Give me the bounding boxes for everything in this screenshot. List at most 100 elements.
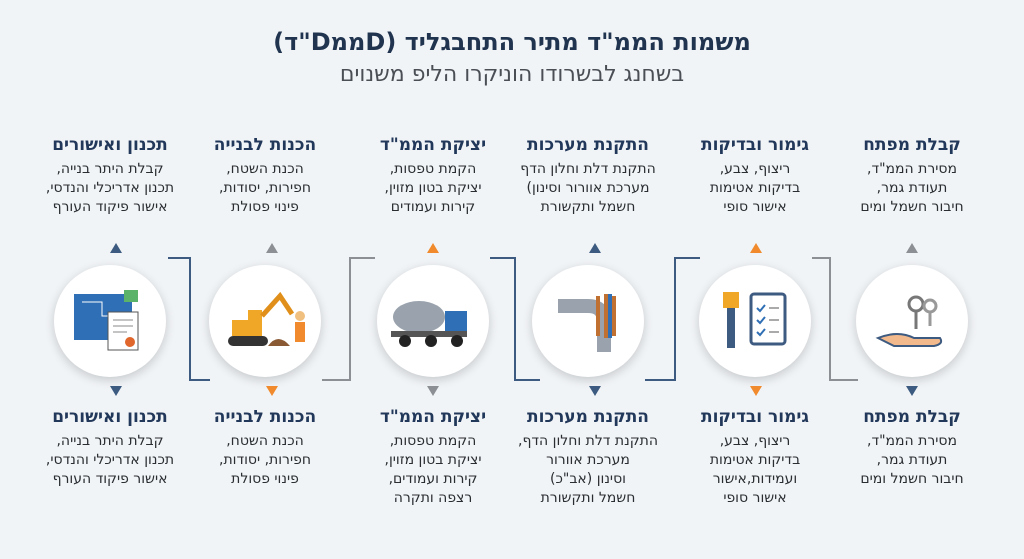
- top-row-step: התקנת מערכות התקנת דלת וחלון הדף מערכת אוו…: [503, 135, 673, 217]
- description-line: מערכת אוורור: [546, 452, 630, 468]
- step-heading: הכנות לבנייה: [213, 407, 317, 427]
- bottom-row-step: יציקת הממ"ד הקמת טפסות, יציקת בטון מזוין, ק…: [348, 407, 518, 508]
- description-line: ריצוף, צבע,: [719, 433, 791, 449]
- arrow-up-icon: [110, 243, 122, 253]
- step-heading: תכנון ואישורים: [52, 407, 168, 427]
- excavator-icon: [228, 291, 305, 346]
- description-line: חשמל ותקשורת: [540, 490, 636, 506]
- bottom-row-step: קבלת מפתח מסירת הממ"ד, תעודת גמר, חיבור חשמ…: [827, 407, 997, 489]
- description-line: רצפה ותקרה: [393, 490, 473, 506]
- description-line: ועמידות,אישור: [712, 471, 798, 487]
- top-row-step: הכנות לבנייה הכנת השטח, חפירות, יסודות, פינ…: [180, 135, 350, 217]
- description-line: אישור פיקוד העורף: [52, 199, 168, 215]
- description-line: וסינון (אב"כ): [550, 471, 626, 487]
- description-line: בדיקות אטימות: [709, 452, 801, 468]
- arrow-down-icon: [589, 386, 601, 396]
- step-heading: קבלת מפתח: [863, 407, 961, 427]
- step-heading: התקנת מערכות: [527, 135, 649, 155]
- description-line: חפירות, יסודות,: [219, 452, 311, 468]
- step-heading: גימור ובדיקות: [700, 407, 810, 427]
- description-line: אישור פיקוד העורף: [52, 471, 168, 487]
- description-line: התקנת דלת וחלון הדף: [520, 161, 656, 177]
- paintbrush-checklist-icon: [723, 292, 787, 348]
- keys-hand-icon: [875, 295, 943, 347]
- description-line: הקמת טפסות,: [389, 433, 477, 449]
- description-line: חשמל ותקשורת: [540, 199, 636, 215]
- description-line: מסירת הממ"ד,: [867, 161, 957, 177]
- description-line: יציקת בטון מזוין,: [384, 180, 482, 196]
- description-line: הקמת טפסות,: [389, 161, 477, 177]
- description-line: הכנת השטח,: [226, 433, 304, 449]
- description-line: קירות ועמודים: [390, 199, 476, 215]
- arrow-up-icon: [750, 243, 762, 253]
- description-line: תעודת גמר,: [876, 452, 948, 468]
- step-description: הקמת טפסות, יציקת בטון מזוין, קירות ועמודי…: [348, 432, 518, 508]
- description-line: אישור סופי: [723, 199, 787, 215]
- step-circle-keys: [856, 265, 968, 377]
- step-circle-preparation: [209, 265, 321, 377]
- connector-5-6: [812, 257, 858, 381]
- arrow-down-icon: [266, 386, 278, 396]
- step-description: מסירת הממ"ד, תעודת גמר, חיבור חשמל ומים: [827, 432, 997, 489]
- step-description: מסירת הממ"ד,תעודת גמר,חיבור חשמל ומים: [827, 160, 997, 217]
- arrow-up-icon: [427, 243, 439, 253]
- description-line: פינוי פסולת: [231, 471, 299, 487]
- step-description: הקמת טפסות, יציקת בטון מזוין, קירות ועמודי…: [348, 160, 518, 217]
- step-description: הכנת השטח, חפירות, יסודות, פינוי פסולת: [180, 160, 350, 217]
- description-line: קבלת היתר בנייה,: [56, 161, 164, 177]
- arrow-up-icon: [589, 243, 601, 253]
- description-line: מסירת הממ"ד,: [867, 433, 957, 449]
- connector-1-2: [168, 257, 210, 381]
- description-line: חיבור חשמל ומים: [860, 199, 964, 215]
- step-heading: יציקת הממ"ד: [379, 135, 487, 155]
- description-line: הכנת השטח,: [226, 161, 304, 177]
- page-subtitle: בשחנג לבשרודו הוניקרו הליפ משנוים: [339, 62, 685, 87]
- page-title: משמות הממ"ד מתיר התחבגליד (DממD"ד): [273, 28, 751, 56]
- description-line: תכנון אדריכלי והנדסי,: [45, 452, 175, 468]
- step-heading: קבלת מפתח: [863, 135, 961, 155]
- bottom-row-step: גימור ובדיקות ריצוף, צבע, בדיקות אטימות ועמ…: [670, 407, 840, 508]
- description-line: מערכת אוורור וסינון): [526, 180, 650, 196]
- connector-4-5: [645, 257, 700, 381]
- step-description: התקנת דלת וחלון הדף מערכת אוורור וסינון) ח…: [503, 160, 673, 217]
- top-row-step: גימור ובדיקות ריצוף, צבע, בדיקות אטימות איש…: [670, 135, 840, 217]
- bottom-row-step: הכנות לבנייה הכנת השטח, חפירות, יסודות, פינ…: [180, 407, 350, 489]
- step-heading: יציקת הממ"ד: [379, 407, 487, 427]
- description-line: ריצוף, צבע,: [719, 161, 791, 177]
- step-heading: תכנון ואישורים: [52, 135, 168, 155]
- description-line: חפירות, יסודות,: [219, 180, 311, 196]
- step-description: ריצוף, צבע, בדיקות אטימות אישור סופי: [670, 160, 840, 217]
- step-heading: גימור ובדיקות: [700, 135, 810, 155]
- description-line: קירות ועמודים,: [388, 471, 478, 487]
- top-row-step: יציקת הממ"ד הקמת טפסות, יציקת בטון מזוין, ק…: [348, 135, 518, 217]
- description-line: חיבור חשמל ומים: [860, 471, 964, 487]
- description-line: פינוי פסולת: [231, 199, 299, 215]
- description-line: בדיקות אטימות: [709, 180, 801, 196]
- step-heading: התקנת מערכות: [527, 407, 649, 427]
- concrete-mixer-truck-icon: [391, 301, 467, 347]
- arrow-down-icon: [750, 386, 762, 396]
- arrow-down-icon: [906, 386, 918, 396]
- arrow-up-icon: [266, 243, 278, 253]
- connector-2-3: [322, 257, 375, 381]
- top-row-step: קבלת מפתח מסירת הממ"ד,תעודת גמר,חיבור חשמ…: [827, 135, 997, 217]
- arrow-up-icon: [906, 243, 918, 253]
- arrow-down-icon: [110, 386, 122, 396]
- step-circle-casting: [377, 265, 489, 377]
- bottom-row-step: תכנון ואישורים קבלת היתר בנייה, תכנון אדרי…: [25, 407, 195, 489]
- step-circle-systems: [532, 265, 644, 377]
- description-line: התקנת דלת וחלון הדף,: [518, 433, 658, 449]
- connector-3-4: [490, 257, 540, 381]
- step-description: הכנת השטח, חפירות, יסודות, פינוי פסולת: [180, 432, 350, 489]
- step-heading: הכנות לבנייה: [213, 135, 317, 155]
- blueprint-icon: [74, 290, 139, 351]
- step-description: התקנת דלת וחלון הדף, מערכת אוורור וסינון (…: [503, 432, 673, 508]
- step-circle-finishing: [699, 265, 811, 377]
- step-circle-planning: [54, 265, 166, 377]
- description-line: תכנון אדריכלי והנדסי,: [45, 180, 175, 196]
- description-line: יציקת בטון מזוין,: [384, 452, 482, 468]
- top-row-step: תכנון ואישורים קבלת היתר בנייה, תכנון אדרי…: [25, 135, 195, 217]
- description-line: קבלת היתר בנייה,: [56, 433, 164, 449]
